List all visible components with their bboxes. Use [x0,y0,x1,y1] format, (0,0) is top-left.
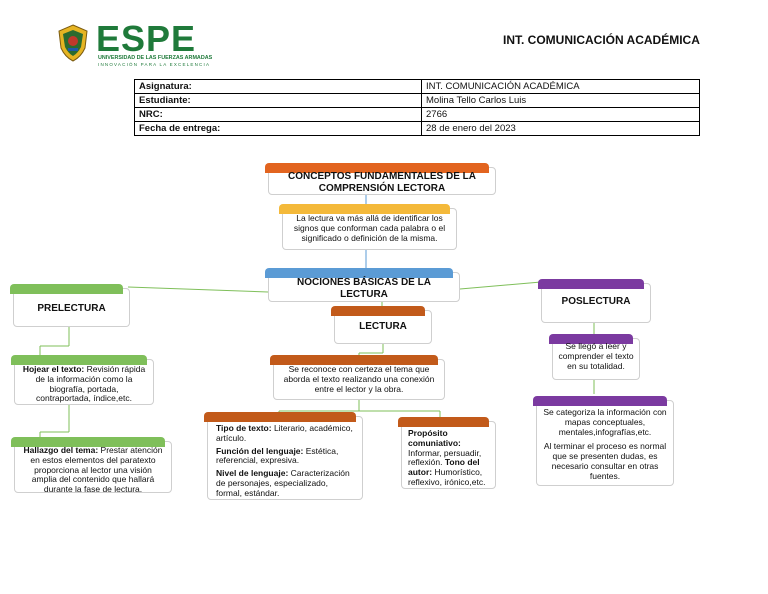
espe-logo: ESPE UNIVERSIDAD DE LAS FUERZAS ARMADAS … [56,18,216,67]
poslectura-details-text-2: Al terminar el proceso es normal que se … [543,441,667,481]
table-row: Fecha de entrega: 28 de enero del 2023 [134,121,700,136]
lectura-title: LECTURA [359,321,407,332]
lectura-features-node: Tipo de texto: Literario, académico, art… [204,412,363,500]
prelectura-node: PRELECTURA [10,284,130,327]
nivel-text: Caracterización de personajes, especiali… [216,468,350,498]
proposito-label: Propósito comuniativo: [408,428,461,448]
university-shield-icon [58,24,88,62]
hallazgo-text: Prestar atención en estos elementos del … [30,445,163,495]
tono-text: Humorístico, reflexivo, irónico,etc. [408,467,486,487]
root-description-text: La lectura va más allá de identificar lo… [293,213,446,243]
root-concept-title: CONCEPTOS FUNDAMENTALES DE LA COMPRENSIÓ… [288,171,476,194]
hojear-text: Revisión rápida de la información como l… [35,364,146,404]
nivel-label: Nivel de lenguaje: [216,468,289,479]
center-concept-node: NOCIONES BÁSICAS DE LA LECTURA [265,268,460,302]
info-table: Asignatura: INT. COMUNICACIÓN ACADÉMICA … [134,79,700,136]
logo-tagline: INNOVACIÓN PARA LA EXCELENCIA [98,62,211,67]
poslectura-description-text: Se llegó a leer y comprender el texto en… [558,341,634,371]
logo-subtitle: UNIVERSIDAD DE LAS FUERZAS ARMADAS [98,55,213,61]
funcion-label: Función del lenguaje: [216,445,304,456]
table-value: 28 de enero del 2023 [421,121,700,136]
lectura-description-node: Se reconoce con certeza el tema que abor… [270,355,445,400]
hojear-node: Hojear el texto: Revisión rápida de la i… [11,355,154,405]
prelectura-title: PRELECTURA [37,303,106,314]
center-concept-title: NOCIONES BÁSICAS DE LA LECTURA [297,277,431,300]
hallazgo-label: Hallazgo del tema: [23,445,99,455]
poslectura-title: POSLECTURA [561,296,631,307]
lectura-description-text: Se reconoce con certeza el tema que abor… [283,364,435,394]
hojear-label: Hojear el texto: [22,364,85,374]
tipo-text: Literario, académico, artículo. [216,423,353,443]
proposito-text: Informar, persuadir, reflexión. [408,447,482,468]
poslectura-node: POSLECTURA [538,279,651,323]
funcion-text: Estética, referencial, expresiva. [216,445,339,466]
root-description-node: La lectura va más allá de identificar lo… [279,204,457,250]
hallazgo-node: Hallazgo del tema: Prestar atención en e… [11,437,172,495]
tipo-label: Tipo de texto: [216,423,272,433]
root-concept-node: CONCEPTOS FUNDAMENTALES DE LA COMPRENSIÓ… [265,163,496,195]
page-title: INT. COMUNICACIÓN ACADÉMICA [503,33,700,47]
lectura-node: LECTURA [331,306,432,344]
table-row: Estudiante: Molina Tello Carlos Luis [134,93,700,108]
poslectura-details-text-1: Se categoriza la información con mapas c… [543,407,667,437]
poslectura-details-node: Se categoriza la información con mapas c… [533,396,674,486]
proposito-node: Propósito comuniativo: Informar, persuad… [398,417,496,489]
table-row: NRC: 2766 [134,107,700,122]
logo-wordmark: ESPE [96,18,197,59]
tono-label: Tono del autor: [408,457,480,478]
poslectura-description-node: Se llegó a leer y comprender el texto en… [549,334,640,380]
